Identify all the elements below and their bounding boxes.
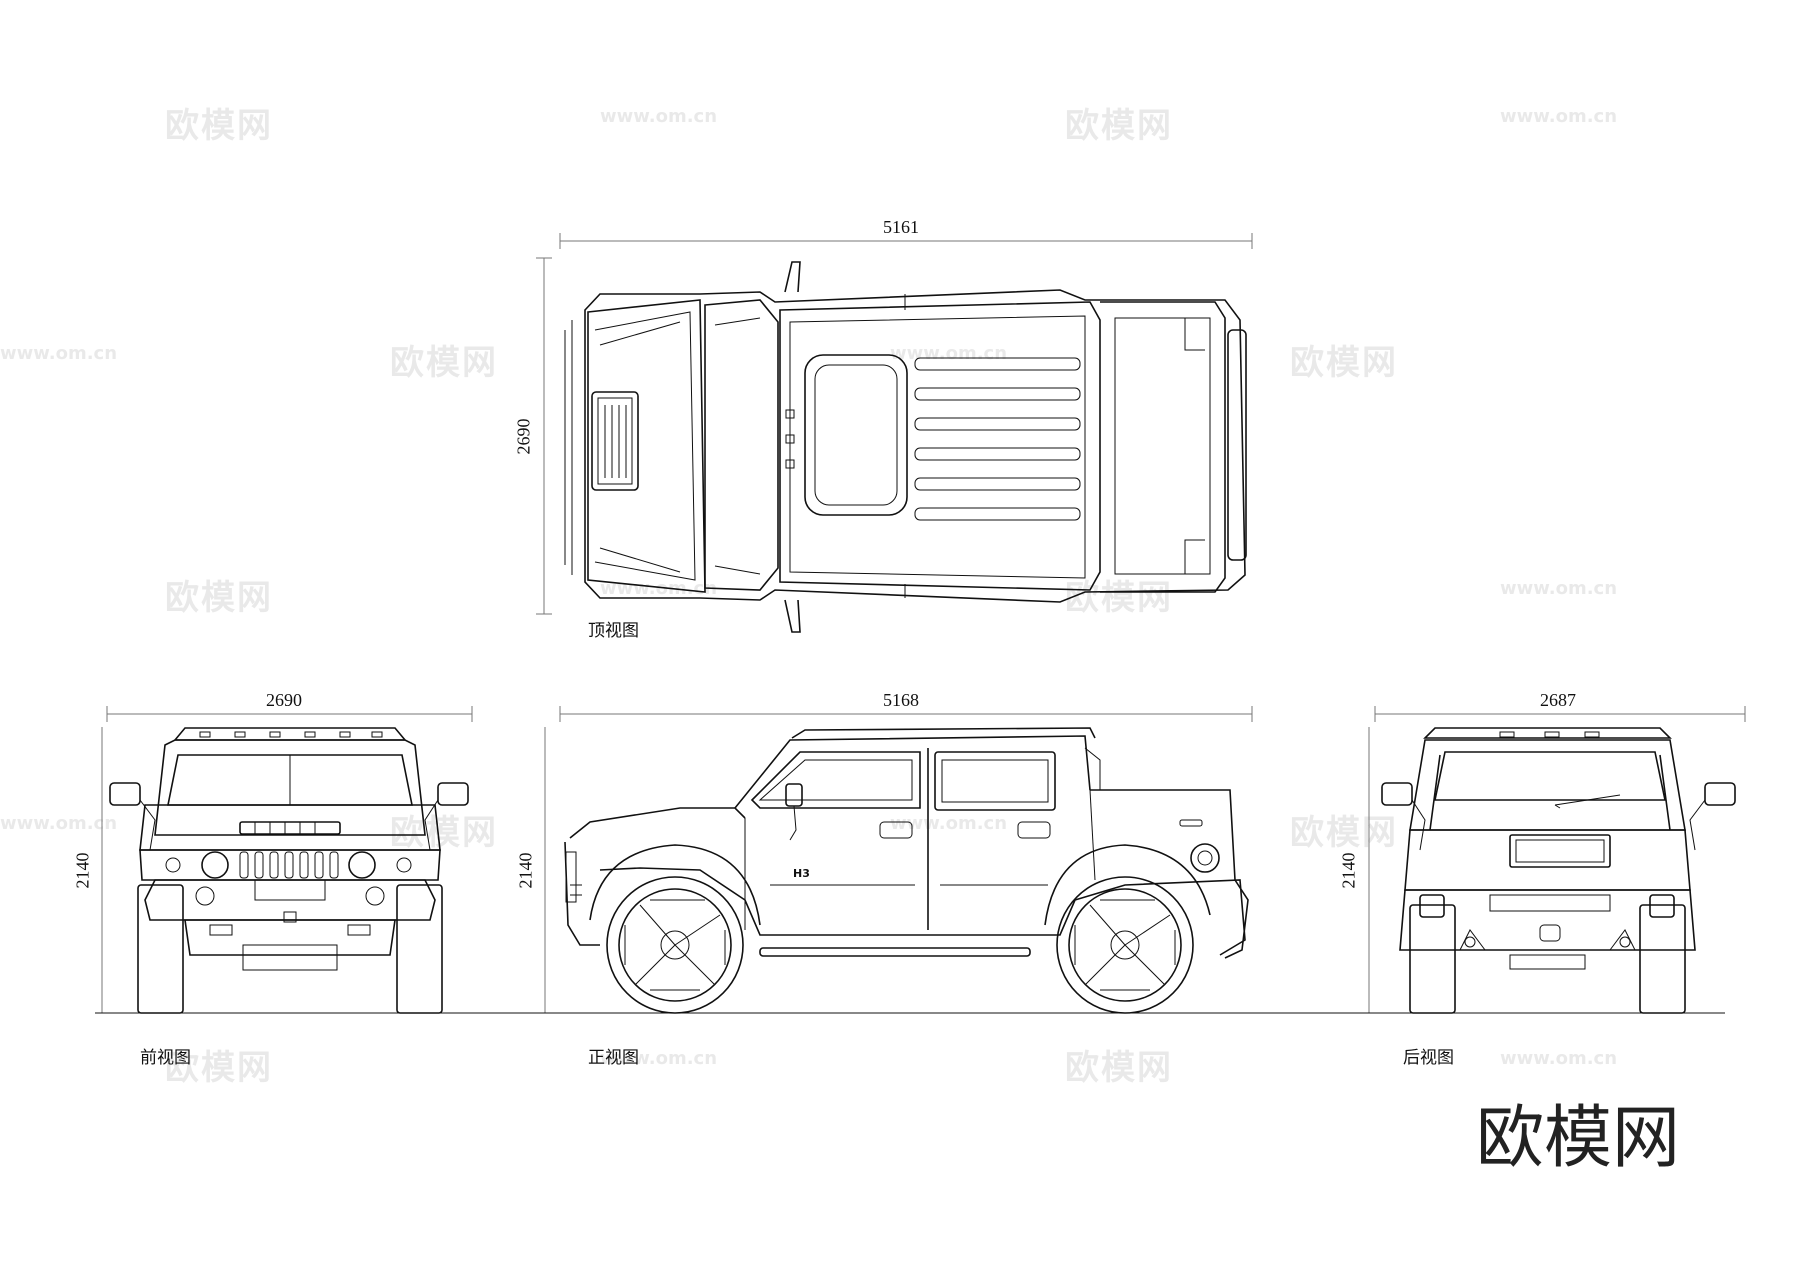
dimension-lines [95,233,1746,1014]
front-view-width-dim: 2690 [266,690,302,710]
watermark-url: www.om.cn [600,578,718,599]
watermark-url: www.om.cn [1500,578,1618,599]
brand-logo-text: 欧模网 [1476,1099,1681,1178]
watermark-text: 欧模网 [1290,813,1398,853]
top-view-height-dim: 2690 [513,418,534,455]
watermark-text: 欧模网 [165,1048,273,1088]
model-badge: H3 [793,867,810,880]
watermark-url: www.om.cn [0,343,118,364]
watermark-text: 欧模网 [1290,343,1398,383]
side-view-height-dim: 2140 [515,852,536,889]
watermark-url: www.om.cn [600,106,718,127]
watermark-text: 欧模网 [165,578,273,618]
watermark-url: www.om.cn [600,1048,718,1069]
top-view-drawing [564,261,1247,633]
rear-view-width-dim: 2687 [1540,690,1576,710]
top-view-label: 顶视图 [588,621,639,641]
watermark-url: www.om.cn [1500,106,1618,127]
watermark-text: 欧模网 [1065,1048,1173,1088]
watermark-url: www.om.cn [890,813,1008,834]
front-view-label: 前视图 [140,1048,191,1068]
front-view-height-dim: 2140 [72,852,93,889]
watermark-url: www.om.cn [1500,1048,1618,1069]
watermark-text: 欧模网 [390,813,498,853]
rear-view-height-dim: 2140 [1338,852,1359,889]
rear-view-label: 后视图 [1403,1048,1454,1068]
top-view-width-dim: 5161 [883,217,919,237]
side-view-width-dim: 5168 [883,690,919,710]
front-view-drawing [109,727,469,1014]
watermark-text: 欧模网 [1065,578,1173,618]
side-view-drawing: H3 [564,727,1249,1014]
watermark-url: www.om.cn [0,813,118,834]
rear-view-drawing [1381,727,1736,1014]
side-view-label: 正视图 [588,1048,639,1068]
watermark-text: 欧模网 [165,106,273,146]
watermark-text: 欧模网 [390,343,498,383]
watermark-url: www.om.cn [890,343,1008,364]
watermark-text: 欧模网 [1065,106,1173,146]
